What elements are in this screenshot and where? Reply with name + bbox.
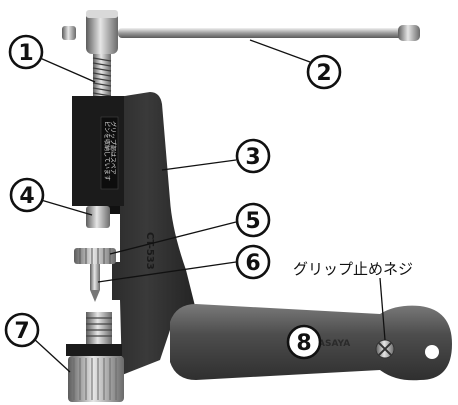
- threaded-spindle: [92, 54, 112, 100]
- spindle-head: [86, 10, 118, 54]
- lock-nut: [74, 248, 116, 264]
- callout-1-label: 1: [18, 41, 33, 66]
- callout-2: 2: [306, 54, 342, 90]
- callout-4-label: 4: [19, 184, 34, 209]
- callout-5: 5: [235, 202, 271, 238]
- callout-8-label: 8: [296, 331, 311, 356]
- lower-bolt: [66, 312, 124, 402]
- grip-brand-text: ASAYA: [318, 339, 350, 349]
- grip-hang-hole: [425, 345, 439, 359]
- callout-6: 6: [235, 244, 271, 280]
- callout-5-label: 5: [245, 209, 260, 234]
- body-sticker: グリップ部はスペア ピンを収納しています: [100, 116, 119, 190]
- body-embossed-text: CT-533: [144, 232, 155, 270]
- callout-3: 3: [235, 138, 271, 174]
- callout-8: 8: [286, 324, 322, 360]
- callout-7: 7: [4, 312, 40, 348]
- sticker-text-1: グリップ部はスペア: [109, 121, 117, 175]
- pin-guide: [86, 206, 110, 228]
- grip-screw: [375, 339, 395, 359]
- callout-6-label: 6: [245, 251, 260, 276]
- callout-2-label: 2: [316, 61, 331, 86]
- grip-screw-label: グリップ止めネジ: [293, 260, 413, 278]
- leader-lines: [32, 39, 386, 373]
- handle-rod: [62, 25, 420, 41]
- callout-3-label: 3: [245, 145, 260, 170]
- callout-1: 1: [8, 34, 44, 70]
- push-pin: [90, 264, 100, 302]
- callout-7-label: 7: [14, 319, 29, 344]
- callout-4: 4: [9, 177, 45, 213]
- sticker-text-2: ピンを収納しています: [103, 121, 111, 181]
